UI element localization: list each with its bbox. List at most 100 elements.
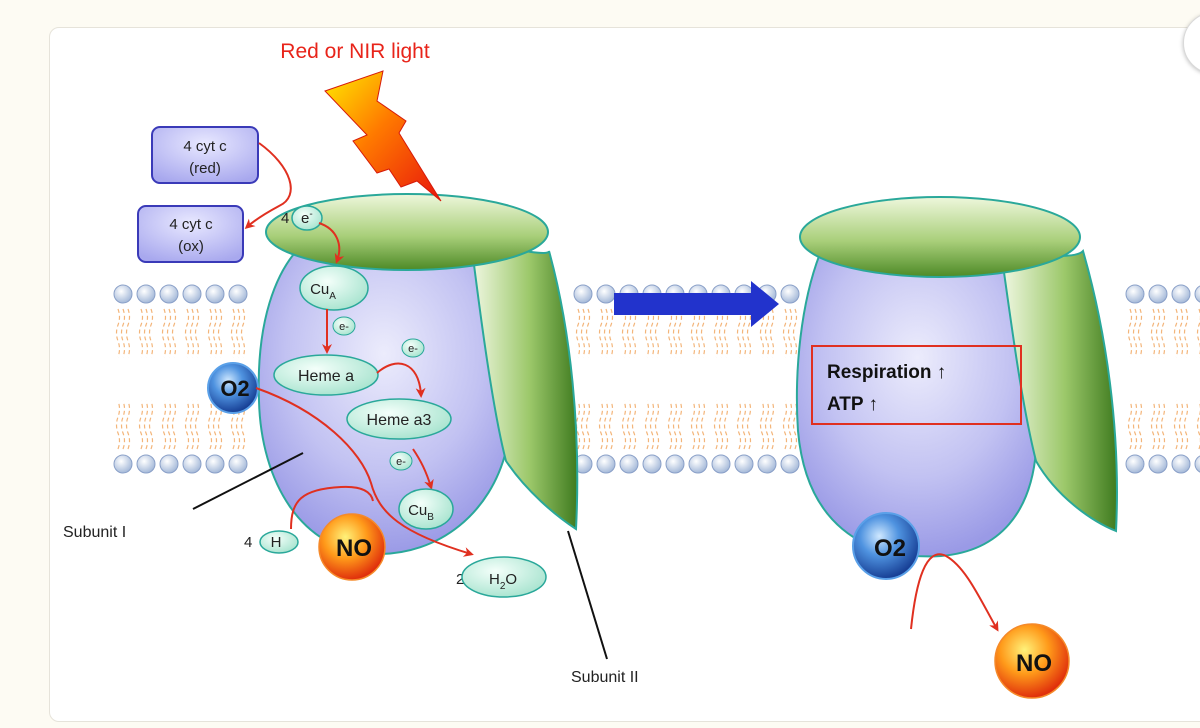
lipid-tail xyxy=(120,400,126,450)
lipid-head xyxy=(1125,284,1145,304)
lipid-tail xyxy=(212,400,218,450)
lipid-tail xyxy=(718,400,724,450)
e-minus-pill-1 xyxy=(332,316,356,336)
lipid-tail xyxy=(672,308,678,358)
lipid-head xyxy=(596,284,616,304)
lipid-tail xyxy=(148,308,154,358)
lipid-head xyxy=(182,454,202,474)
lipid-tail xyxy=(1132,308,1138,358)
e-minus-pill-3 xyxy=(389,451,413,471)
lipid-tail xyxy=(1160,308,1166,358)
lipid-tail xyxy=(230,400,236,450)
lipid-tail xyxy=(143,400,149,450)
lipid-head xyxy=(205,454,225,474)
no-label-right: NO xyxy=(1016,650,1052,677)
lipid-head xyxy=(757,454,777,474)
subunit-2-top xyxy=(265,193,549,271)
lipid-tail xyxy=(769,400,775,450)
electron-arrow-heme-a3 xyxy=(376,362,426,398)
lipid-head xyxy=(1194,285,1200,303)
lipid-tail xyxy=(207,308,213,358)
lipid-tail xyxy=(759,308,765,358)
figure-card: Red or NIR light 4 cyt c (red) 4 cyt c (… xyxy=(49,27,1200,722)
lipid-tail xyxy=(184,308,190,358)
cyt-c-ox-line1: 4 cyt c xyxy=(169,216,213,233)
lightning-bolt-icon xyxy=(324,70,442,202)
lipid-tail xyxy=(1196,308,1200,358)
cyt-c-red-box xyxy=(151,126,259,184)
lipid-tail xyxy=(189,400,195,450)
electron-arrow-cua xyxy=(318,222,345,264)
lipid-tail xyxy=(603,308,609,358)
heme-a-node xyxy=(273,354,379,396)
lipid-tail xyxy=(1196,400,1200,450)
lipid-tail xyxy=(644,400,650,450)
lipid-tail xyxy=(235,400,241,450)
lipid-tail xyxy=(1127,400,1133,450)
o2-molecule-right xyxy=(852,512,920,580)
lipid-tail xyxy=(672,400,678,450)
e-minus-label-2: e- xyxy=(408,343,418,355)
lipid-tail xyxy=(207,400,213,450)
proton-path xyxy=(290,485,374,530)
lipid-head xyxy=(228,284,248,304)
lipid-head xyxy=(573,284,593,304)
lipid-tail xyxy=(217,400,223,450)
lipid-tail xyxy=(677,400,683,450)
electron-count: 4 xyxy=(281,210,289,227)
lipid-tail xyxy=(644,308,650,358)
lipid-head xyxy=(136,284,156,304)
lipid-tail xyxy=(787,400,793,450)
lipid-head xyxy=(1171,454,1191,474)
right-complex xyxy=(795,196,1118,558)
lipid-head xyxy=(1148,454,1168,474)
lipid-tail xyxy=(700,308,706,358)
lipid-tail xyxy=(580,308,586,358)
o2-label-right: O2 xyxy=(874,535,906,562)
membrane-bilayer xyxy=(113,284,1200,474)
lipid-tail xyxy=(143,308,149,358)
lipid-head xyxy=(159,284,179,304)
lipid-tail xyxy=(654,400,660,450)
electron-arrow-cub xyxy=(412,448,434,490)
lipid-head xyxy=(619,454,639,474)
lipid-tail xyxy=(690,400,696,450)
lipid-tail xyxy=(695,308,701,358)
lipid-tail xyxy=(166,308,172,358)
lipid-tail xyxy=(690,308,696,358)
lipid-tail xyxy=(120,308,126,358)
no-molecule-right xyxy=(994,623,1070,699)
lipid-tail xyxy=(608,308,614,358)
lipid-tail xyxy=(1150,308,1156,358)
lipid-tail xyxy=(1132,400,1138,450)
result-box xyxy=(811,345,1022,425)
lipid-tail xyxy=(782,400,788,450)
lipid-head xyxy=(734,454,754,474)
lipid-tail xyxy=(1178,308,1184,358)
lipid-tail xyxy=(598,308,604,358)
lipid-tail xyxy=(746,308,752,358)
electron-symbol: e- xyxy=(301,209,313,227)
transition-arrow xyxy=(614,281,779,327)
lipid-head xyxy=(136,454,156,474)
lipid-tail xyxy=(792,400,798,450)
lipid-head xyxy=(1171,284,1191,304)
lipid-tail xyxy=(138,308,144,358)
lipid-tail xyxy=(212,308,218,358)
lipid-tail xyxy=(115,400,121,450)
lipid-head xyxy=(596,454,616,474)
lipid-tail xyxy=(125,308,131,358)
lipid-head xyxy=(1125,454,1145,474)
lipid-tail xyxy=(184,400,190,450)
cyt-c-red-line1: 4 cyt c xyxy=(183,138,227,155)
lipid-tail xyxy=(792,308,798,358)
lipid-tail xyxy=(603,400,609,450)
lipid-tail xyxy=(713,308,719,358)
lipid-head xyxy=(642,454,662,474)
lipid-tail xyxy=(782,308,788,358)
lipid-tail xyxy=(631,308,637,358)
lipid-tail xyxy=(125,400,131,450)
lipid-tail xyxy=(115,308,121,358)
lipid-tail xyxy=(759,400,765,450)
lipid-head xyxy=(1194,455,1200,473)
